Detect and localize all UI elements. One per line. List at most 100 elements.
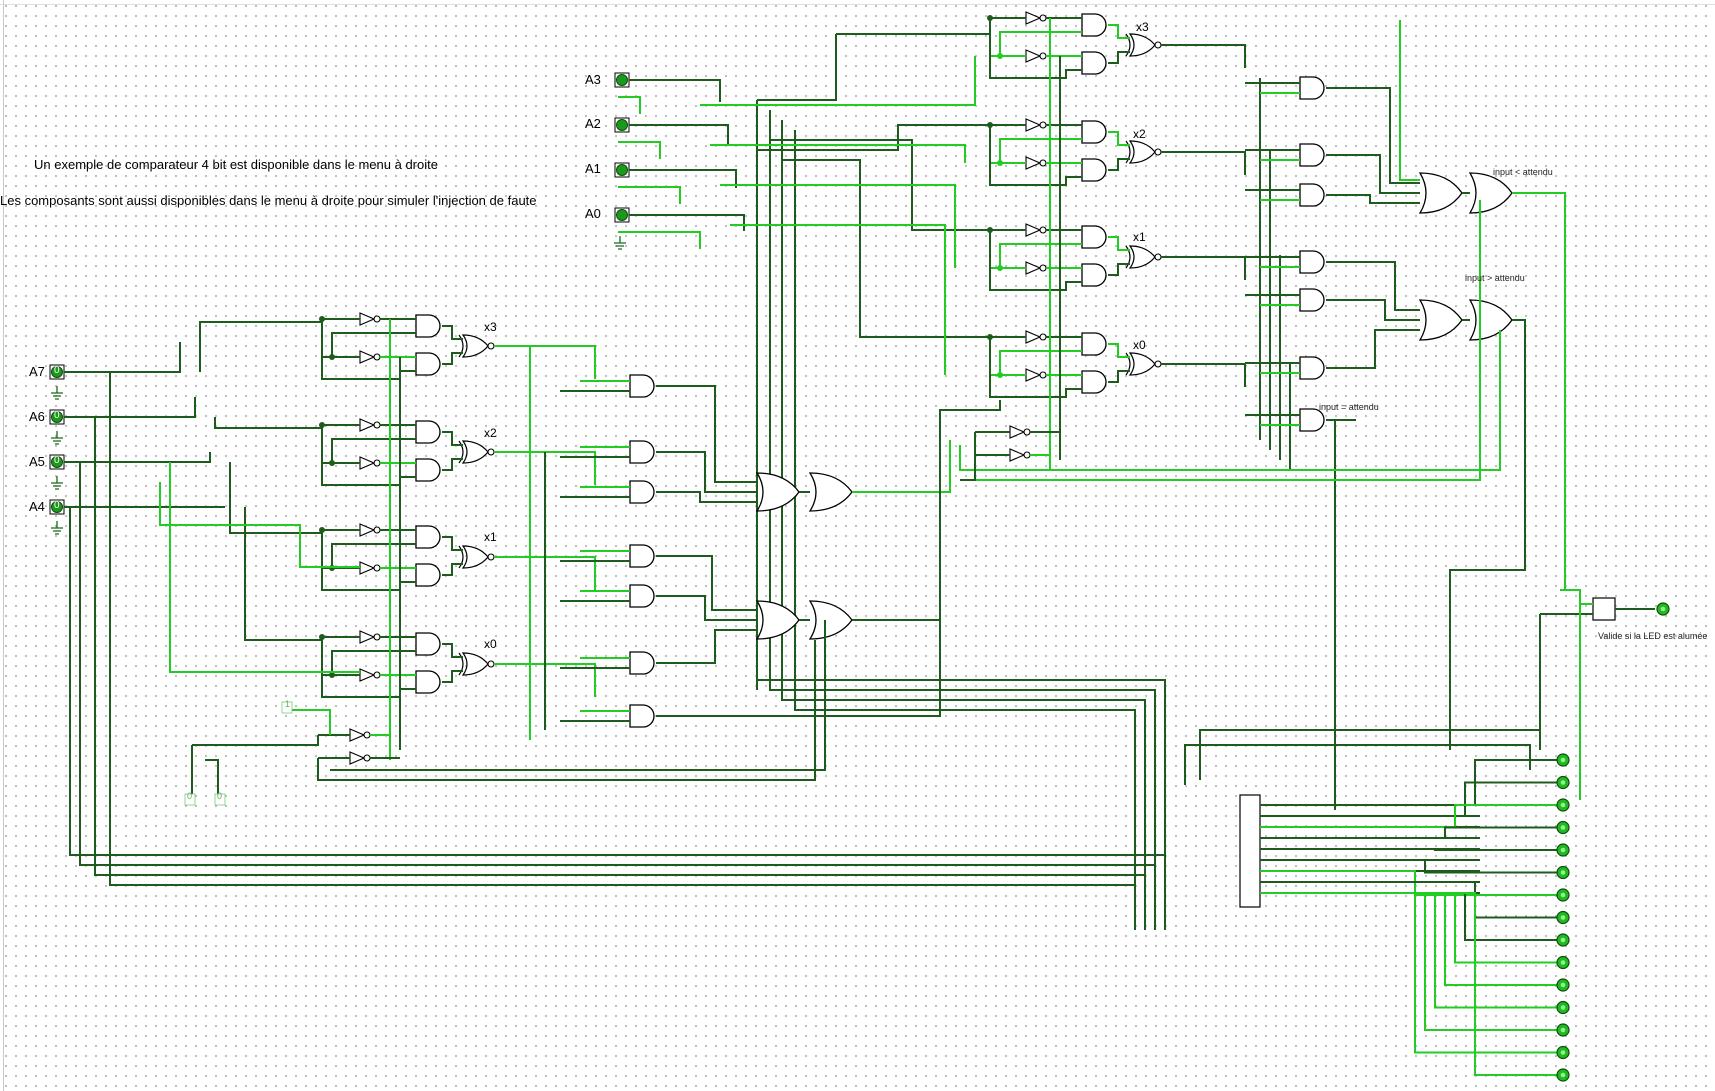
and-gate xyxy=(1081,158,1107,182)
xnor-gate xyxy=(461,545,489,569)
label-greater-than: input > attendu xyxy=(1465,273,1525,283)
wire-junction xyxy=(997,372,1003,378)
ground-symbol xyxy=(51,386,63,400)
xnor-gate-back xyxy=(458,652,464,676)
output-led-13-shine xyxy=(1560,1027,1566,1033)
constant-zero-a-box xyxy=(184,793,196,806)
ground-symbol xyxy=(51,476,63,490)
wire-off xyxy=(769,110,1156,930)
wire-off xyxy=(321,425,416,486)
gate-label-left-x1: x1 xyxy=(484,530,497,544)
input-pin-a5 xyxy=(51,456,63,468)
pin-value-a3: 0 xyxy=(607,72,613,83)
not-bubble xyxy=(373,671,381,679)
xnor-bubble xyxy=(1154,41,1162,49)
wire-on xyxy=(494,451,596,485)
wire-off xyxy=(442,563,463,576)
wire-off xyxy=(656,620,941,717)
wire-on xyxy=(1260,892,1563,1009)
gate-label-top-x0: x0 xyxy=(1133,338,1146,352)
xnor-bubble xyxy=(1154,253,1162,261)
xnor-bubble xyxy=(1154,148,1162,156)
and-gate xyxy=(415,314,441,338)
wire-off xyxy=(794,130,1136,930)
wire-on xyxy=(999,350,1082,375)
input-pin-a2 xyxy=(616,119,628,131)
wire-on xyxy=(852,440,951,493)
and-gate xyxy=(415,420,441,444)
wire-junction xyxy=(319,527,325,533)
wire-junction xyxy=(329,672,335,678)
or-gate xyxy=(1468,172,1513,214)
and-gate xyxy=(629,544,655,568)
not-gate xyxy=(1025,330,1042,344)
wire-on xyxy=(1399,20,1420,181)
wire-off xyxy=(442,352,463,365)
not-gate xyxy=(1025,49,1042,63)
ground-symbol xyxy=(51,431,63,445)
wire-off xyxy=(690,491,757,503)
xnor-gate-back xyxy=(1125,140,1131,164)
not-gate xyxy=(1025,261,1042,275)
wire-on xyxy=(1560,589,1593,605)
not-gate xyxy=(1025,156,1042,170)
input-pin-a4 xyxy=(51,501,63,513)
wire-off xyxy=(989,18,1082,79)
wire-off xyxy=(442,458,463,471)
not-bubble xyxy=(1023,451,1031,459)
gate-label-left-x0: x0 xyxy=(484,637,497,651)
output-led-14-shine xyxy=(1560,1050,1566,1055)
output-led-5-shine xyxy=(1560,847,1566,853)
or-gate xyxy=(755,600,800,640)
not-bubble xyxy=(1039,121,1047,129)
label-valid-led: Valide si la LED est alumée xyxy=(1598,631,1708,641)
wire-off xyxy=(629,169,737,188)
wire-off xyxy=(244,507,322,641)
and-gate xyxy=(415,670,441,694)
and-gate xyxy=(415,525,441,549)
wire-on xyxy=(618,231,701,249)
wire-off xyxy=(690,451,757,493)
not-gate xyxy=(1009,425,1026,439)
wire-on xyxy=(720,184,956,268)
wire-off xyxy=(442,670,463,683)
wire-junction xyxy=(997,265,1003,271)
wire-off xyxy=(321,319,416,380)
pin-value-a5: 0 xyxy=(54,455,60,466)
wire-on xyxy=(169,462,360,673)
gate-label-top-x1: x1 xyxy=(1133,230,1146,244)
wire-junction xyxy=(329,354,335,360)
input-pin-a6 xyxy=(51,411,63,423)
wire-junction xyxy=(997,53,1003,59)
wire-junction xyxy=(319,634,325,640)
wire-on xyxy=(700,56,976,106)
and-gate xyxy=(629,440,655,464)
pin-value-a2: 0 xyxy=(607,117,613,128)
wire-off xyxy=(64,397,196,418)
output-led-9-shine xyxy=(1560,937,1566,943)
not-bubble xyxy=(1039,333,1047,341)
wire-off xyxy=(1260,881,1563,919)
pin-value-a4: 0 xyxy=(54,500,60,511)
wire-off xyxy=(757,34,837,101)
wire-off xyxy=(317,640,816,781)
wire-off xyxy=(960,432,976,481)
validation-led-shine xyxy=(1660,606,1666,612)
wire-on xyxy=(1108,343,1130,358)
wire-off xyxy=(229,462,322,534)
wire-off xyxy=(989,125,1082,186)
wire-off xyxy=(331,543,416,568)
xnor-gate-back xyxy=(1125,33,1131,57)
pin-value-a6: 0 xyxy=(54,410,60,421)
wire-off xyxy=(1326,419,1336,810)
not-bubble xyxy=(1039,14,1047,22)
wire-off xyxy=(205,759,219,795)
pin-label-a7: A7 xyxy=(29,364,45,379)
output-led-12-shine xyxy=(1560,1005,1566,1010)
wire-junction xyxy=(997,160,1003,166)
wire-on xyxy=(959,330,1501,471)
not-gate xyxy=(359,350,376,364)
output-led-11-shine xyxy=(1560,982,1566,988)
wire-off xyxy=(1356,329,1420,369)
